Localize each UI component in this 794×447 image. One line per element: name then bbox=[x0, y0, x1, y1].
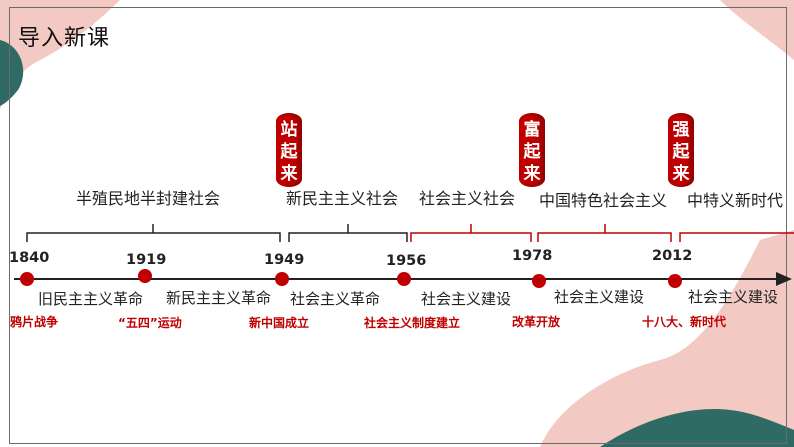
slide-frame bbox=[9, 7, 787, 444]
era-bracket-5 bbox=[679, 232, 794, 242]
stage-label: 社会主义建设 bbox=[421, 290, 512, 308]
banner-char: 起 bbox=[672, 142, 690, 162]
year-marker bbox=[668, 274, 682, 288]
banner-stand-up: 站 起 来 bbox=[276, 113, 302, 187]
banner-char: 来 bbox=[280, 164, 298, 184]
banner-get-strong: 强 起 来 bbox=[668, 113, 694, 187]
top-left-pink-blob bbox=[0, 0, 120, 110]
event-label: 新中国成立 bbox=[249, 316, 310, 330]
event-label: 改革开放 bbox=[512, 315, 561, 329]
era-label: 新民主主义社会 bbox=[286, 189, 399, 208]
event-label: 社会主义制度建立 bbox=[364, 316, 461, 330]
year-marker bbox=[138, 269, 152, 283]
top-left-teal-blob bbox=[0, 40, 24, 106]
era-bracket-3 bbox=[410, 224, 532, 242]
year-marker bbox=[397, 272, 411, 286]
banner-char: 起 bbox=[523, 142, 541, 162]
stage-label: 社会主义建设 bbox=[554, 288, 645, 306]
top-right-pink-blob bbox=[720, 0, 794, 60]
year-label: 2012 bbox=[652, 248, 693, 264]
era-bracket-2 bbox=[288, 224, 408, 242]
event-label: 十八大、新时代 bbox=[642, 315, 727, 329]
banner-char: 富 bbox=[523, 120, 541, 140]
year-label: 1978 bbox=[512, 248, 553, 264]
era-label: 半殖民地半封建社会 bbox=[76, 189, 221, 208]
stage-label: 旧民主主义革命 bbox=[38, 290, 144, 308]
banner-char: 站 bbox=[280, 120, 298, 140]
banner-get-rich: 富 起 来 bbox=[519, 113, 545, 187]
era-label: 社会主义社会 bbox=[419, 189, 516, 208]
stage-label: 新民主主义革命 bbox=[166, 289, 272, 307]
banner-char: 来 bbox=[523, 164, 541, 184]
year-label: 1949 bbox=[264, 252, 305, 268]
stage-label: 社会主义革命 bbox=[290, 290, 381, 308]
year-label: 1840 bbox=[9, 250, 50, 266]
banner-char: 来 bbox=[672, 164, 690, 184]
banner-char: 起 bbox=[280, 142, 298, 162]
bottom-right-teal-blob bbox=[600, 409, 794, 447]
era-bracket-4 bbox=[537, 224, 672, 242]
timeline-arrow-head bbox=[776, 272, 792, 286]
era-label: 中国特色社会主义 bbox=[539, 191, 668, 210]
year-marker bbox=[275, 272, 289, 286]
year-label: 1956 bbox=[386, 253, 427, 269]
stage-label: 社会主义建设 bbox=[688, 288, 779, 306]
page-title: 导入新课 bbox=[18, 26, 111, 51]
event-label: “五四”运动 bbox=[118, 316, 182, 330]
banner-char: 强 bbox=[672, 120, 690, 140]
year-label: 1919 bbox=[126, 252, 167, 268]
event-label: 鸦片战争 bbox=[10, 315, 59, 329]
bottom-right-pink-blob bbox=[540, 230, 794, 447]
era-bracket-1 bbox=[26, 224, 281, 242]
year-marker bbox=[20, 272, 34, 286]
year-marker bbox=[532, 274, 546, 288]
era-label: 中特义新时代 bbox=[687, 191, 784, 210]
